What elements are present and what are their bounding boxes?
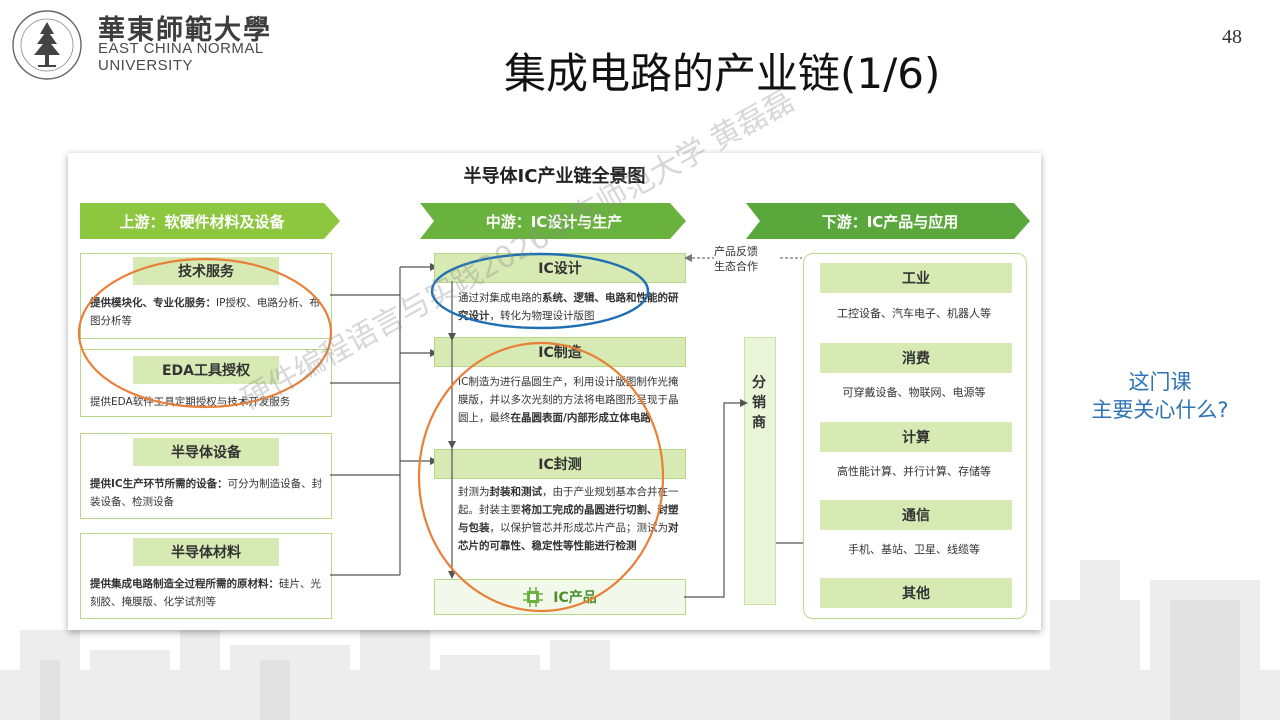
upstream-desc-equipment: 提供IC生产环节所需的设备：可分为制造设备、封装设备、检测设备 [90,478,323,508]
campus-skyline-background [0,560,1280,720]
upstream-chevron-label: 上游：软硬件材料及设备 [119,212,285,231]
midstream-chevron-shape [420,203,686,239]
downstream-desc-computing: 高性能计算、并行计算、存储等 [837,465,991,478]
downstream-title-consumer: 消费 [820,343,1012,373]
upstream-desc-materials: 提供集成电路制造全过程所需的原材料：硅片、光刻胶、掩膜版、化学试剂等 [90,578,321,608]
university-name-chinese: 華東師範大學 [98,15,272,46]
downstream-desc-communication: 手机、基站、卫星、线缆等 [848,543,980,556]
downstream-chevron-label: 下游：IC产品与应用 [821,212,959,231]
downstream-title-computing: 计算 [820,422,1012,452]
ic-design-desc: 通过对集成电路的系统、逻辑、电路和性能的研究设计，转化为物理设计版图 [458,292,679,322]
upstream-desc-tech-services: 提供模块化、专业化服务：IP授权、电路分析、布图分析等 [90,297,320,327]
university-name-english-line2: UNIVERSITY [98,57,194,74]
upstream-title-tech-services: 技术服务 [133,257,279,285]
slide-title: 集成电路的产业链(1/6) [504,49,941,98]
midstream-flow-arrow [448,281,456,579]
ecnu-emblem-icon [12,10,82,80]
feedback-label: 产品反馈 生态合作 [714,245,758,273]
downstream-title-industrial: 工业 [820,263,1012,293]
ic-package-desc: 封测为封装和测试，由于产业规划基本合并在一起。封装主要将加工完成的晶圆进行切割、… [458,486,679,552]
downstream-desc-industrial: 工控设备、汽车电子、机器人等 [837,307,991,320]
ic-product-box: IC产品 [434,579,686,615]
downstream-title-communication: 通信 [820,500,1012,530]
ic-design-title: IC设计 [434,253,686,283]
downstream-chevron-shape [746,203,1030,239]
upstream-block-materials [80,533,332,619]
upstream-title-materials: 半导体材料 [133,538,279,566]
ic-product-label: IC产品 [553,590,597,606]
upstream-desc-eda: 提供EDA软件工具定期授权与技术开发服务 [90,396,291,408]
distributor-label: 分销商 [752,375,766,431]
ic-industry-chain-diagram: 半导体IC产业链全景图 上游：软硬件材料及设备 中游：IC设计与生产 下游：IC… [68,153,1041,630]
university-name-english-line1: EAST CHINA NORMAL [98,40,264,57]
ic-manufacture-desc: IC制造为进行晶圆生产，利用设计版图制作光掩膜版，并以多次光刻的方法将电路图形呈… [458,376,679,424]
ic-manufacture-title: IC制造 [434,337,686,367]
upstream-connectors [330,263,438,576]
chip-icon [523,587,544,607]
upstream-chevron-shape [80,203,340,239]
distributor-box [744,337,776,605]
course-focus-note: 这门课 主要关心什么? [1091,370,1229,422]
page-number: 48 [1222,26,1242,48]
upstream-title-eda: EDA工具授权 [133,356,279,384]
upstream-title-equipment: 半导体设备 [133,438,279,466]
downstream-connectors [684,399,804,598]
feedback-arrow [684,254,802,262]
downstream-desc-consumer: 可穿戴设备、物联网、电源等 [842,386,986,399]
downstream-title-other: 其他 [820,578,1012,608]
ic-package-title: IC封测 [434,449,686,479]
diagram-title: 半导体IC产业链全景图 [463,166,646,187]
midstream-chevron-label: 中游：IC设计与生产 [485,212,623,231]
